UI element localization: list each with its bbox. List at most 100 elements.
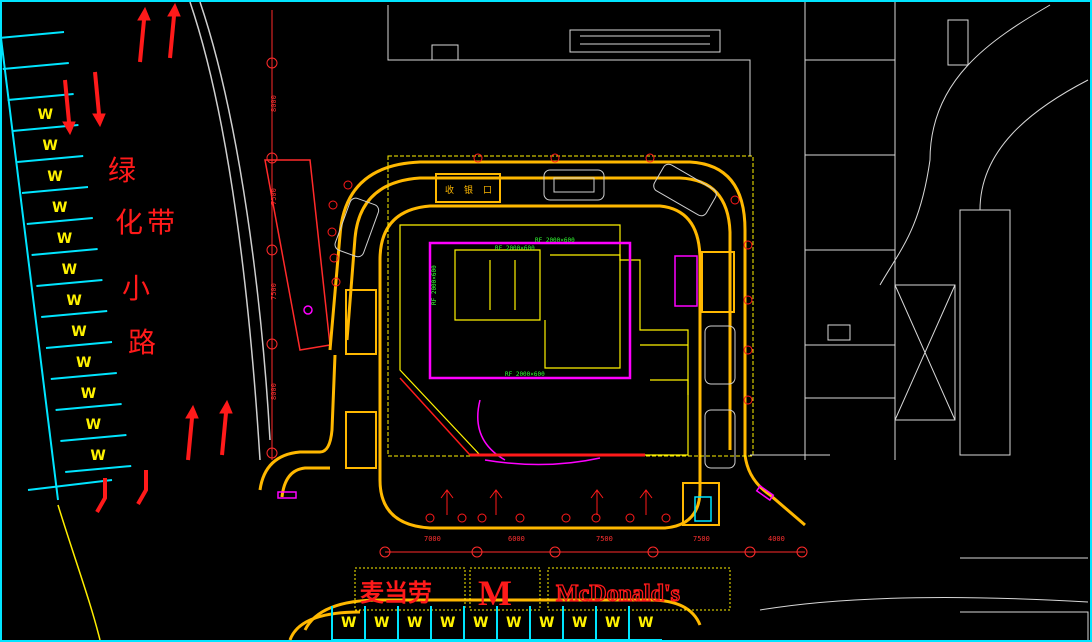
stall-mark: W xyxy=(42,138,57,154)
bollard xyxy=(625,513,635,523)
left-stall: W xyxy=(31,248,98,278)
bollard xyxy=(743,240,753,250)
stall-mark: W xyxy=(47,169,62,185)
bollard xyxy=(561,513,571,523)
building xyxy=(399,224,689,456)
cars xyxy=(334,163,736,469)
left-stall xyxy=(65,465,132,473)
bollard xyxy=(743,345,753,355)
stall-mark: W xyxy=(66,293,81,309)
bollard xyxy=(473,153,483,163)
bollard xyxy=(477,513,487,523)
up-arrow xyxy=(489,489,503,515)
logo-glyph: M xyxy=(478,573,512,613)
left-stall: W xyxy=(50,372,117,402)
left-stall xyxy=(2,62,69,70)
bollard xyxy=(743,395,753,405)
path-label: 小 路 xyxy=(122,272,156,359)
bollard xyxy=(329,253,339,263)
bottom-stall: W xyxy=(595,606,620,640)
left-stall: W xyxy=(26,217,93,247)
bottom-stall: W xyxy=(463,606,488,640)
left-dimension-chain xyxy=(266,10,278,460)
bollard xyxy=(661,513,671,523)
room-note-3: RF 2000×600 xyxy=(505,371,545,378)
dim-bottom-2: 6000 xyxy=(508,535,525,543)
kiosk-label-1: 收 xyxy=(445,184,454,196)
bottom-dimension-texts: 7000 6000 7500 7500 4000 xyxy=(424,535,785,543)
stall-edge xyxy=(27,479,113,491)
stall-mark: W xyxy=(86,417,101,433)
bollard xyxy=(743,295,753,305)
stall-mark: W xyxy=(407,615,422,631)
dim-left-3: 7500 xyxy=(270,283,278,300)
bottom-stall: W xyxy=(430,606,455,640)
entry-arrows xyxy=(440,489,653,515)
stall-mark: W xyxy=(62,262,77,278)
left-stall xyxy=(0,31,65,39)
left-stall: W xyxy=(60,434,127,464)
trash-bin xyxy=(694,496,712,522)
arrow xyxy=(137,6,151,63)
arrow xyxy=(167,2,181,59)
bottom-dimension-chain xyxy=(379,546,808,558)
kiosk-label-3: 口 xyxy=(483,186,492,196)
dim-bottom-1: 7000 xyxy=(424,535,441,543)
left-stall: W xyxy=(45,341,113,371)
bollard xyxy=(343,180,353,190)
dim-left-4: 8000 xyxy=(270,383,278,400)
bollard xyxy=(591,513,601,523)
sign-english: McDonald's xyxy=(556,581,680,607)
green-belt-char-1: 绿 xyxy=(108,154,136,187)
stall-mark: W xyxy=(440,615,455,631)
bottom-stall: W xyxy=(331,606,356,640)
up-arrow xyxy=(590,489,604,515)
stall-mark: W xyxy=(38,107,53,123)
bollard xyxy=(645,153,655,163)
adjacent-buildings xyxy=(387,2,1089,640)
left-stall: W xyxy=(17,155,84,185)
bottom-stall: W xyxy=(496,606,521,640)
turn-arrow xyxy=(95,478,107,513)
kiosk-labels: 收 银 口 xyxy=(445,184,492,196)
dim-bottom-3: 7500 xyxy=(596,535,613,543)
bollard xyxy=(550,153,560,163)
dim-left-1: 8000 xyxy=(270,95,278,112)
dining-area-boundary xyxy=(428,241,632,380)
arrow xyxy=(62,79,76,136)
misc-markers xyxy=(277,255,775,502)
entry-diagonal xyxy=(399,377,471,456)
up-arrow xyxy=(440,489,454,515)
room-note-2: RF 2000×600 xyxy=(495,245,535,252)
traffic-arrows xyxy=(62,2,233,513)
bottom-stall: W xyxy=(628,606,653,640)
stall-mark: W xyxy=(71,324,86,340)
bollard xyxy=(425,513,435,523)
bollard xyxy=(730,195,740,205)
trash-station xyxy=(682,482,720,526)
bollard xyxy=(515,513,525,523)
stall-mark: W xyxy=(539,615,554,631)
room-note-1: RF 2000×600 xyxy=(535,237,575,244)
stall-mark: W xyxy=(605,615,620,631)
drive-thru-lane xyxy=(258,160,806,641)
left-dimension-texts: 8000 7500 7500 8000 xyxy=(270,95,278,400)
arrow xyxy=(185,404,199,461)
arrow xyxy=(92,71,106,128)
bottom-stall: W xyxy=(364,606,389,640)
bottom-stall: W xyxy=(562,606,587,640)
green-belt-char-2: 化 xyxy=(115,206,143,239)
path-char-1: 小 xyxy=(122,272,150,305)
kiosks xyxy=(345,173,735,469)
bollards xyxy=(327,153,753,523)
stall-mark: W xyxy=(506,615,521,631)
dim-bottom-4: 7500 xyxy=(693,535,710,543)
stall-mark: W xyxy=(52,200,67,216)
signage: 麦当劳 M McDonald's xyxy=(354,567,731,613)
kiosk-label-2: 银 xyxy=(464,184,473,196)
left-stall: W xyxy=(41,310,108,340)
